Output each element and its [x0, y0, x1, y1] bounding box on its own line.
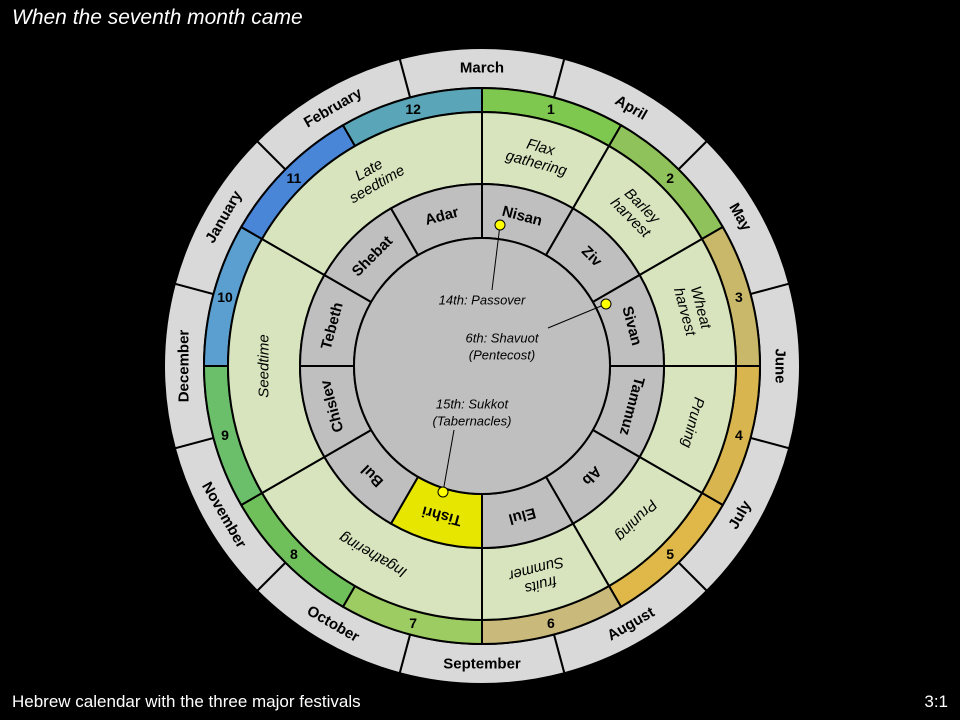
month-number-label: 1 — [547, 101, 555, 117]
month-number-label: 4 — [735, 427, 743, 443]
festival-dot — [437, 486, 449, 498]
festival-pointer-line — [491, 224, 501, 291]
festival-label: (Tabernacles) — [432, 414, 511, 429]
festival-label: 15th: Sukkot — [436, 397, 510, 412]
month-number-label: 8 — [290, 546, 298, 562]
slide-number: 3:1 — [924, 692, 948, 711]
hebrew-month-ring: NisanZivSivanTammuzAbElulTishriBulChisle… — [298, 182, 666, 550]
month-number-label: 12 — [405, 101, 421, 117]
gregorian-month-label: March — [460, 60, 504, 77]
month-number-label: 10 — [217, 289, 233, 305]
festival-label: 14th: Passover — [439, 293, 526, 308]
month-number-label: 5 — [666, 546, 674, 562]
gregorian-month-label: June — [772, 348, 789, 383]
gregorian-month-label: September — [443, 656, 521, 673]
month-number-label: 7 — [409, 615, 417, 631]
gregorian-month-label: December — [176, 330, 193, 403]
festival-pointer-line — [442, 429, 455, 493]
month-number-label: 3 — [735, 289, 743, 305]
hebrew-month-label: Elul — [507, 504, 538, 528]
festival-pointer-line — [547, 303, 607, 329]
month-number-label: 6 — [547, 615, 555, 631]
festival-label: 6th: Shavuot — [466, 331, 540, 346]
festival-dot — [600, 298, 612, 310]
month-number-label: 11 — [287, 170, 302, 186]
center-disc — [353, 237, 611, 495]
caption: Hebrew calendar with the three major fes… — [12, 692, 361, 711]
festival-center: 14th: Passover 6th: Shavuot (Pentecost) 15t… — [353, 219, 612, 498]
festival-label: (Pentecost) — [469, 348, 535, 363]
month-number-label: 2 — [666, 170, 674, 186]
slide-title: When the seventh month came — [12, 6, 303, 29]
season-ring: FlaxgatheringBarleyharvestWheatharvestPr… — [227, 110, 738, 622]
season-label: Seedtime — [256, 334, 273, 397]
month-number-label: 9 — [221, 427, 229, 443]
festival-dot — [494, 219, 506, 231]
season-label: Flax — [525, 136, 557, 160]
